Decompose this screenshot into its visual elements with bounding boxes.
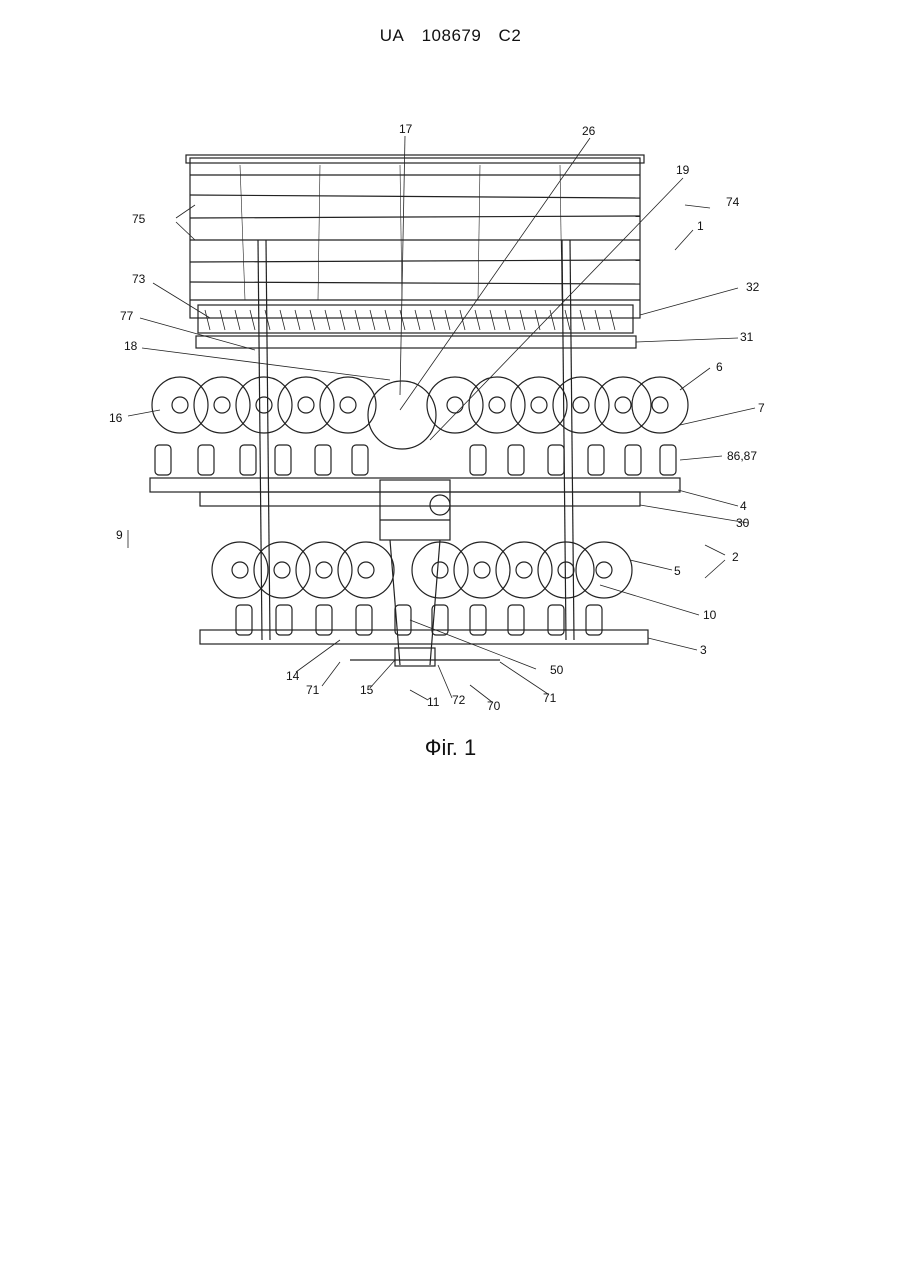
- figure-caption: Фіг. 1: [0, 735, 901, 761]
- upper-coulters: [155, 445, 676, 475]
- label-11: 11: [427, 695, 440, 709]
- label-77: 77: [120, 309, 134, 323]
- label-14: 14: [286, 669, 300, 683]
- label-16: 16: [109, 411, 123, 425]
- label-71-right: 71: [543, 691, 557, 705]
- label-3: 3: [700, 643, 707, 657]
- rear-disc-row: [212, 542, 632, 598]
- label-50: 50: [550, 663, 564, 677]
- label-18: 18: [124, 339, 138, 353]
- label-86-87: 86,87: [727, 449, 757, 463]
- label-10: 10: [703, 608, 717, 622]
- label-31: 31: [740, 330, 754, 344]
- reference-labels: 17 26 19 74 1 75 73 32 77 31 18 6 16 7 8…: [109, 122, 765, 713]
- label-32: 32: [746, 280, 760, 294]
- label-75: 75: [132, 212, 146, 226]
- label-30: 30: [736, 516, 750, 530]
- hopper: [186, 155, 644, 348]
- label-2: 2: [732, 550, 739, 564]
- front-disc-row: [152, 377, 688, 449]
- label-7: 7: [758, 401, 765, 415]
- label-74: 74: [726, 195, 740, 209]
- label-19: 19: [676, 163, 690, 177]
- patent-drawing: 17 26 19 74 1 75 73 32 77 31 18 6 16 7 8…: [0, 0, 901, 760]
- label-17: 17: [399, 122, 413, 136]
- label-71-left: 71: [306, 683, 320, 697]
- label-9: 9: [116, 528, 123, 542]
- label-26: 26: [582, 124, 596, 138]
- label-6: 6: [716, 360, 723, 374]
- label-15: 15: [360, 683, 374, 697]
- label-70: 70: [487, 699, 501, 713]
- label-1: 1: [697, 219, 704, 233]
- label-5: 5: [674, 564, 681, 578]
- label-4: 4: [740, 499, 747, 513]
- label-73: 73: [132, 272, 146, 286]
- label-72: 72: [452, 693, 466, 707]
